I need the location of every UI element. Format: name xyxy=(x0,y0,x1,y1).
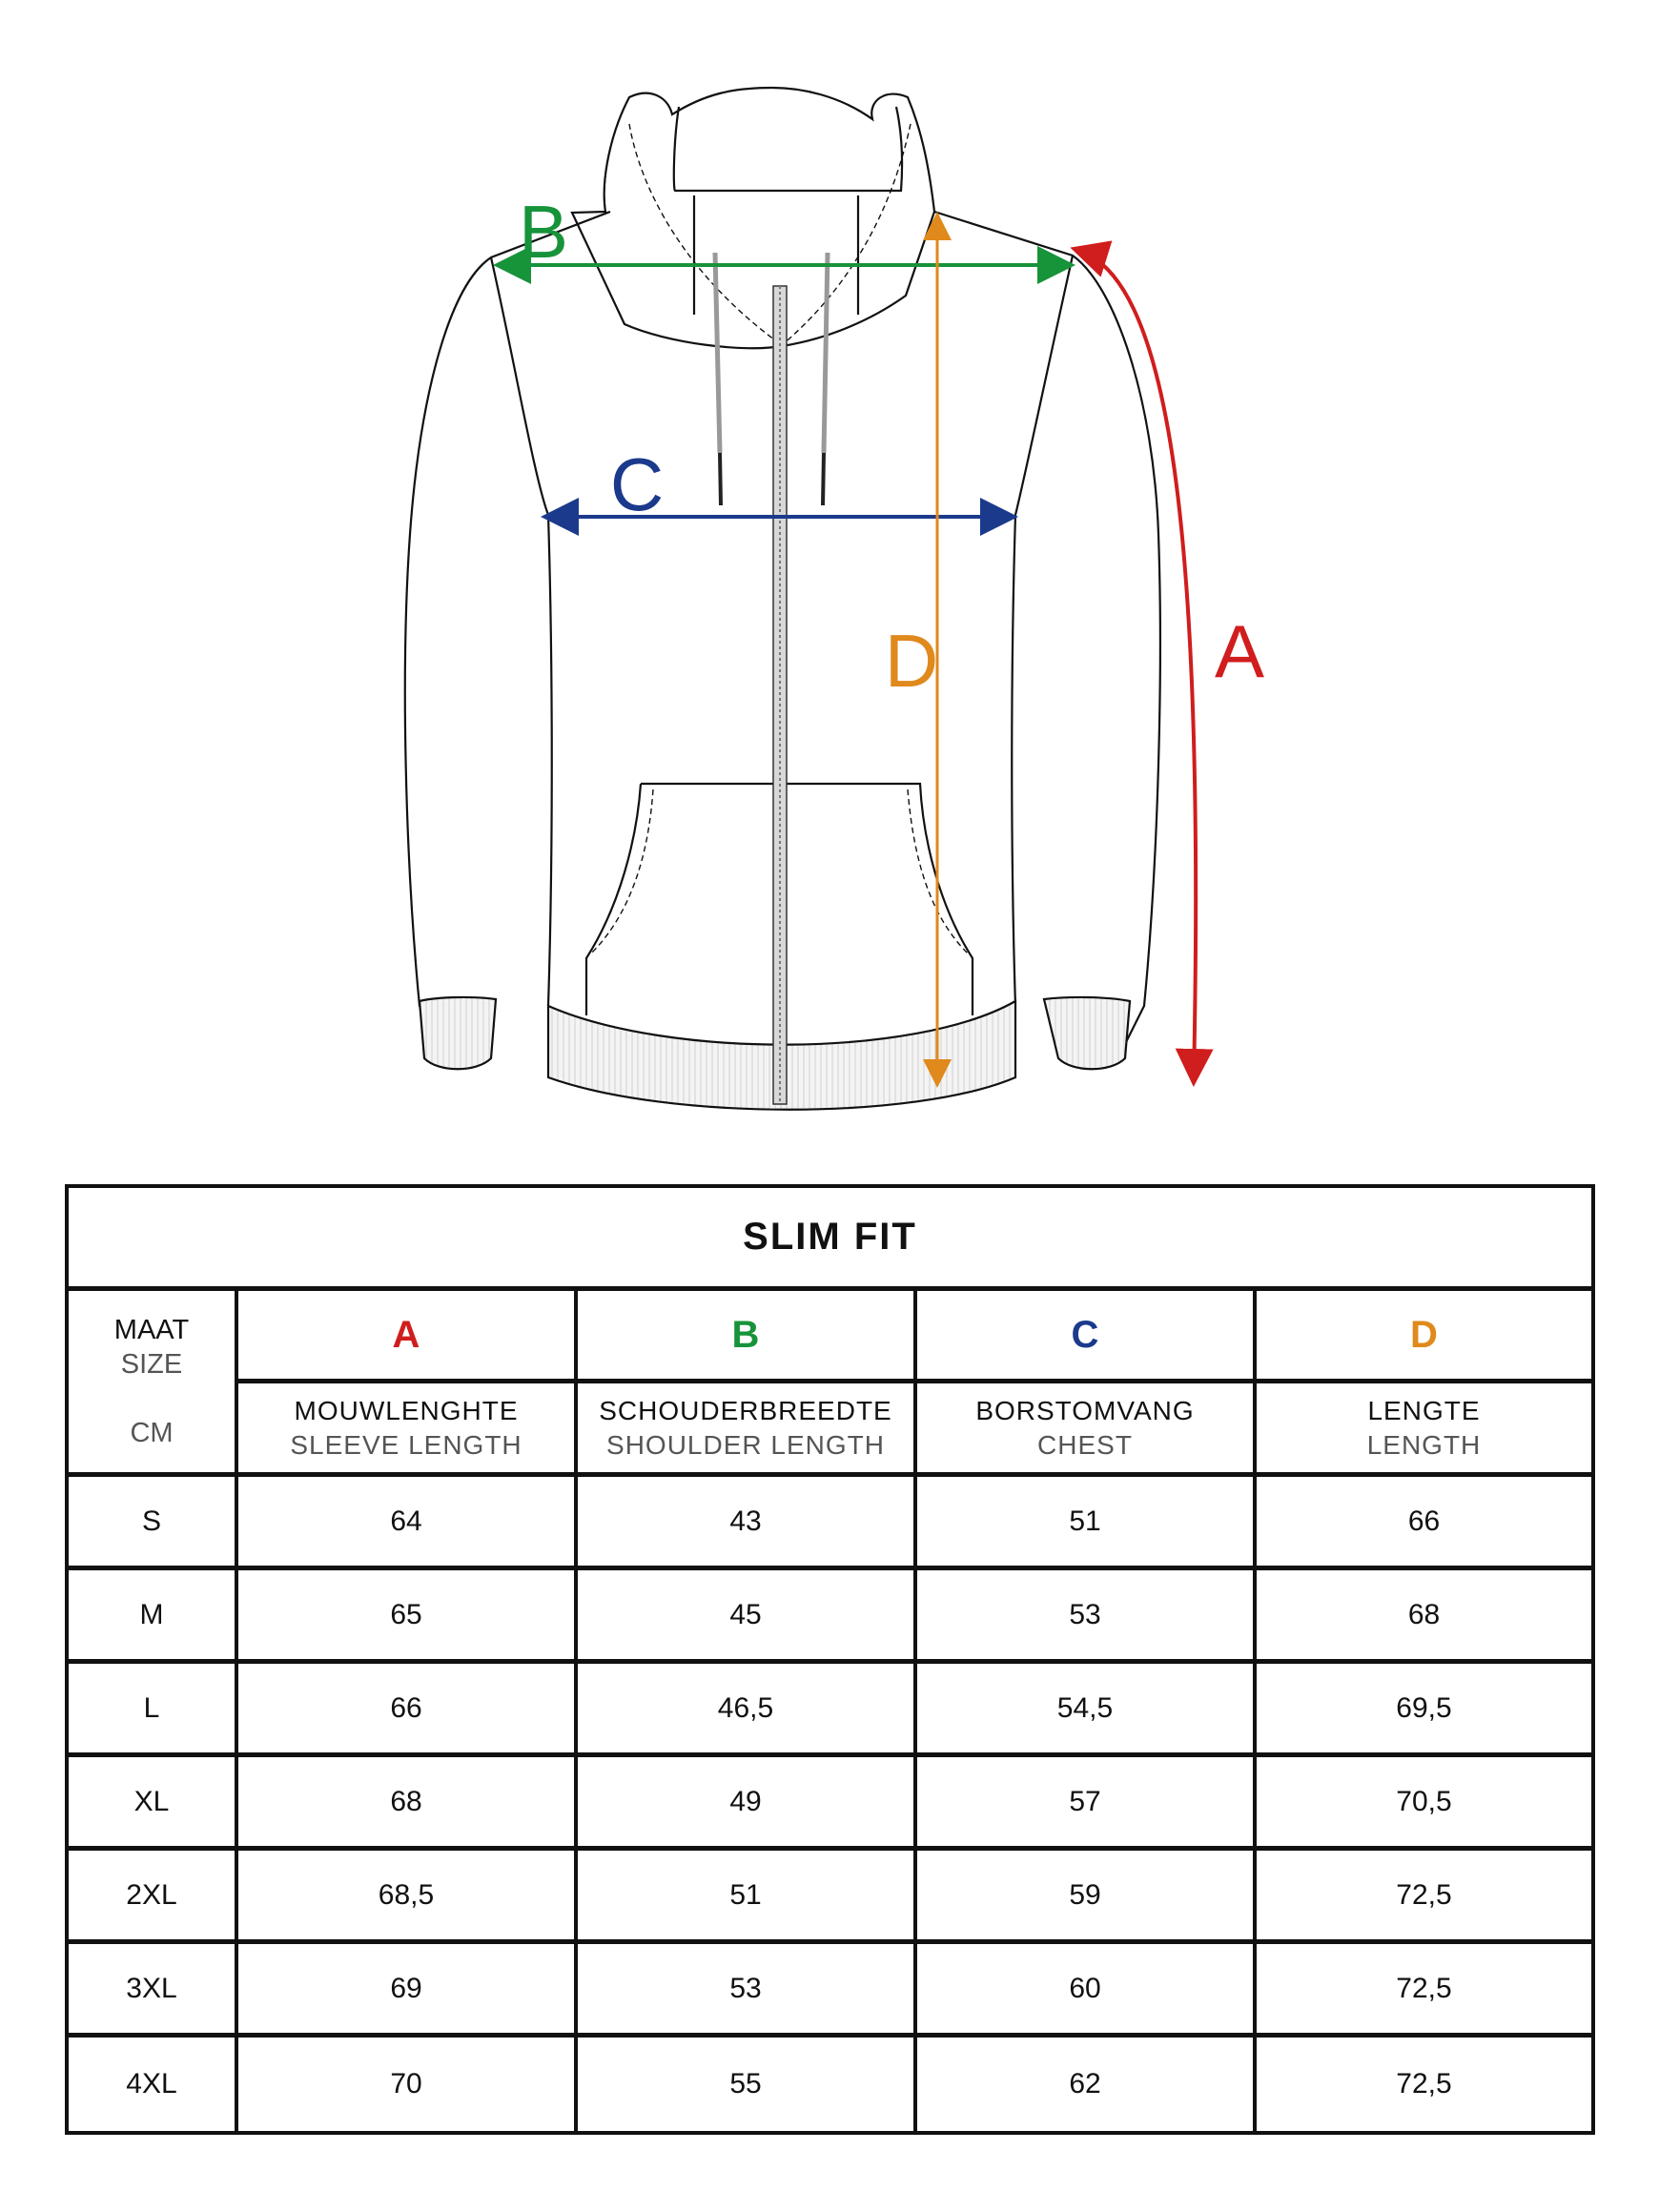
value-cell-d: 68 xyxy=(1257,1570,1591,1664)
svg-text:A: A xyxy=(1215,609,1264,693)
value-cell-d: 72,5 xyxy=(1257,1851,1591,1944)
size-cell: 2XL xyxy=(69,1851,238,1944)
table-row: M 65 45 53 68 xyxy=(69,1570,1591,1664)
svg-text:C: C xyxy=(610,442,664,526)
value-cell-b: 45 xyxy=(578,1570,917,1664)
unit-label: CM xyxy=(130,1418,174,1448)
value-cell-a: 69 xyxy=(238,1944,578,2038)
column-desc-c: BORSTOMVANG CHEST xyxy=(917,1383,1257,1477)
column-label-nl: SCHOUDERBREEDTE xyxy=(599,1395,892,1425)
column-desc-d: LENGTE LENGTH xyxy=(1257,1383,1591,1477)
value-cell-d: 72,5 xyxy=(1257,1944,1591,2038)
column-label-en: LENGTH xyxy=(1366,1429,1482,1460)
size-header-nl: MAAT xyxy=(113,1315,190,1345)
value-cell-b: 51 xyxy=(578,1851,917,1944)
table-row: 3XL 69 53 60 72,5 xyxy=(69,1944,1591,2038)
column-label-en: CHEST xyxy=(1037,1429,1133,1460)
column-label-nl: LENGTE xyxy=(1367,1395,1481,1425)
column-label-en: SLEEVE LENGTH xyxy=(290,1429,522,1460)
value-cell-d: 66 xyxy=(1257,1477,1591,1570)
value-cell-c: 62 xyxy=(917,2038,1257,2131)
value-cell-a: 70 xyxy=(238,2038,578,2131)
svg-text:D: D xyxy=(885,619,938,703)
size-cell: 3XL xyxy=(69,1944,238,2038)
value-cell-c: 54,5 xyxy=(917,1664,1257,1757)
value-cell-b: 46,5 xyxy=(578,1664,917,1757)
size-table: SLIM FIT MAAT SIZE CM A B C D MOUWLENGHT… xyxy=(65,1184,1595,2135)
value-cell-c: 53 xyxy=(917,1570,1257,1664)
hoodie-sketch: B C D A xyxy=(403,86,1264,1111)
svg-text:B: B xyxy=(519,190,568,274)
value-cell-a: 65 xyxy=(238,1570,578,1664)
table-row: L 66 46,5 54,5 69,5 xyxy=(69,1664,1591,1757)
size-cell: 4XL xyxy=(69,2038,238,2131)
column-label-nl: MOUWLENGHTE xyxy=(294,1395,519,1425)
column-letter-a: A xyxy=(238,1291,578,1383)
value-cell-d: 72,5 xyxy=(1396,2068,1452,2099)
table-row: 4XL 70 55 62 72,5 xyxy=(69,2038,1591,2131)
column-label-nl: BORSTOMVANG xyxy=(975,1395,1195,1425)
table-row: S 64 43 51 66 xyxy=(69,1477,1591,1570)
column-label-en: SHOULDER LENGTH xyxy=(606,1429,885,1460)
value-cell-b: 43 xyxy=(578,1477,917,1570)
value-cell-c: 59 xyxy=(917,1851,1257,1944)
value-cell-a: 66 xyxy=(238,1664,578,1757)
value-cell-a: 68 xyxy=(238,1757,578,1851)
table-row: XL 68 49 57 70,5 xyxy=(69,1757,1591,1851)
value-cell-c: 57 xyxy=(917,1757,1257,1851)
size-cell: L xyxy=(69,1664,238,1757)
table-title: SLIM FIT xyxy=(69,1188,1591,1291)
value-cell-c: 51 xyxy=(917,1477,1257,1570)
value-cell-b: 53 xyxy=(578,1944,917,2038)
value-cell-c: 60 xyxy=(917,1944,1257,2038)
size-cell: M xyxy=(69,1570,238,1664)
measurement-a-arrow: A xyxy=(1070,240,1264,1087)
column-letter-b: B xyxy=(578,1291,917,1383)
measurement-d-arrow: D xyxy=(885,212,952,1088)
value-cell-d: 69,5 xyxy=(1257,1664,1591,1757)
table-row: 2XL 68,5 51 59 72,5 xyxy=(69,1851,1591,1944)
column-letter-c: C xyxy=(917,1291,1257,1383)
size-column-header: MAAT SIZE CM xyxy=(69,1291,238,1477)
table-grid: MAAT SIZE CM A B C D MOUWLENGHTE SLEEVE … xyxy=(69,1291,1591,1477)
size-cell: XL xyxy=(69,1757,238,1851)
value-cell-d: 70,5 xyxy=(1257,1757,1591,1851)
value-cell-a: 68,5 xyxy=(238,1851,578,1944)
value-cell-b: 49 xyxy=(578,1757,917,1851)
column-letter-d: D xyxy=(1257,1291,1591,1383)
column-desc-a: MOUWLENGHTE SLEEVE LENGTH xyxy=(238,1383,578,1477)
size-header-en: SIZE xyxy=(120,1349,183,1380)
size-cell: S xyxy=(69,1477,238,1570)
value-cell-a: 64 xyxy=(238,1477,578,1570)
column-desc-b: SCHOUDERBREEDTE SHOULDER LENGTH xyxy=(578,1383,917,1477)
value-cell-b: 55 xyxy=(578,2038,917,2131)
measurement-b-arrow: B xyxy=(493,190,1075,284)
